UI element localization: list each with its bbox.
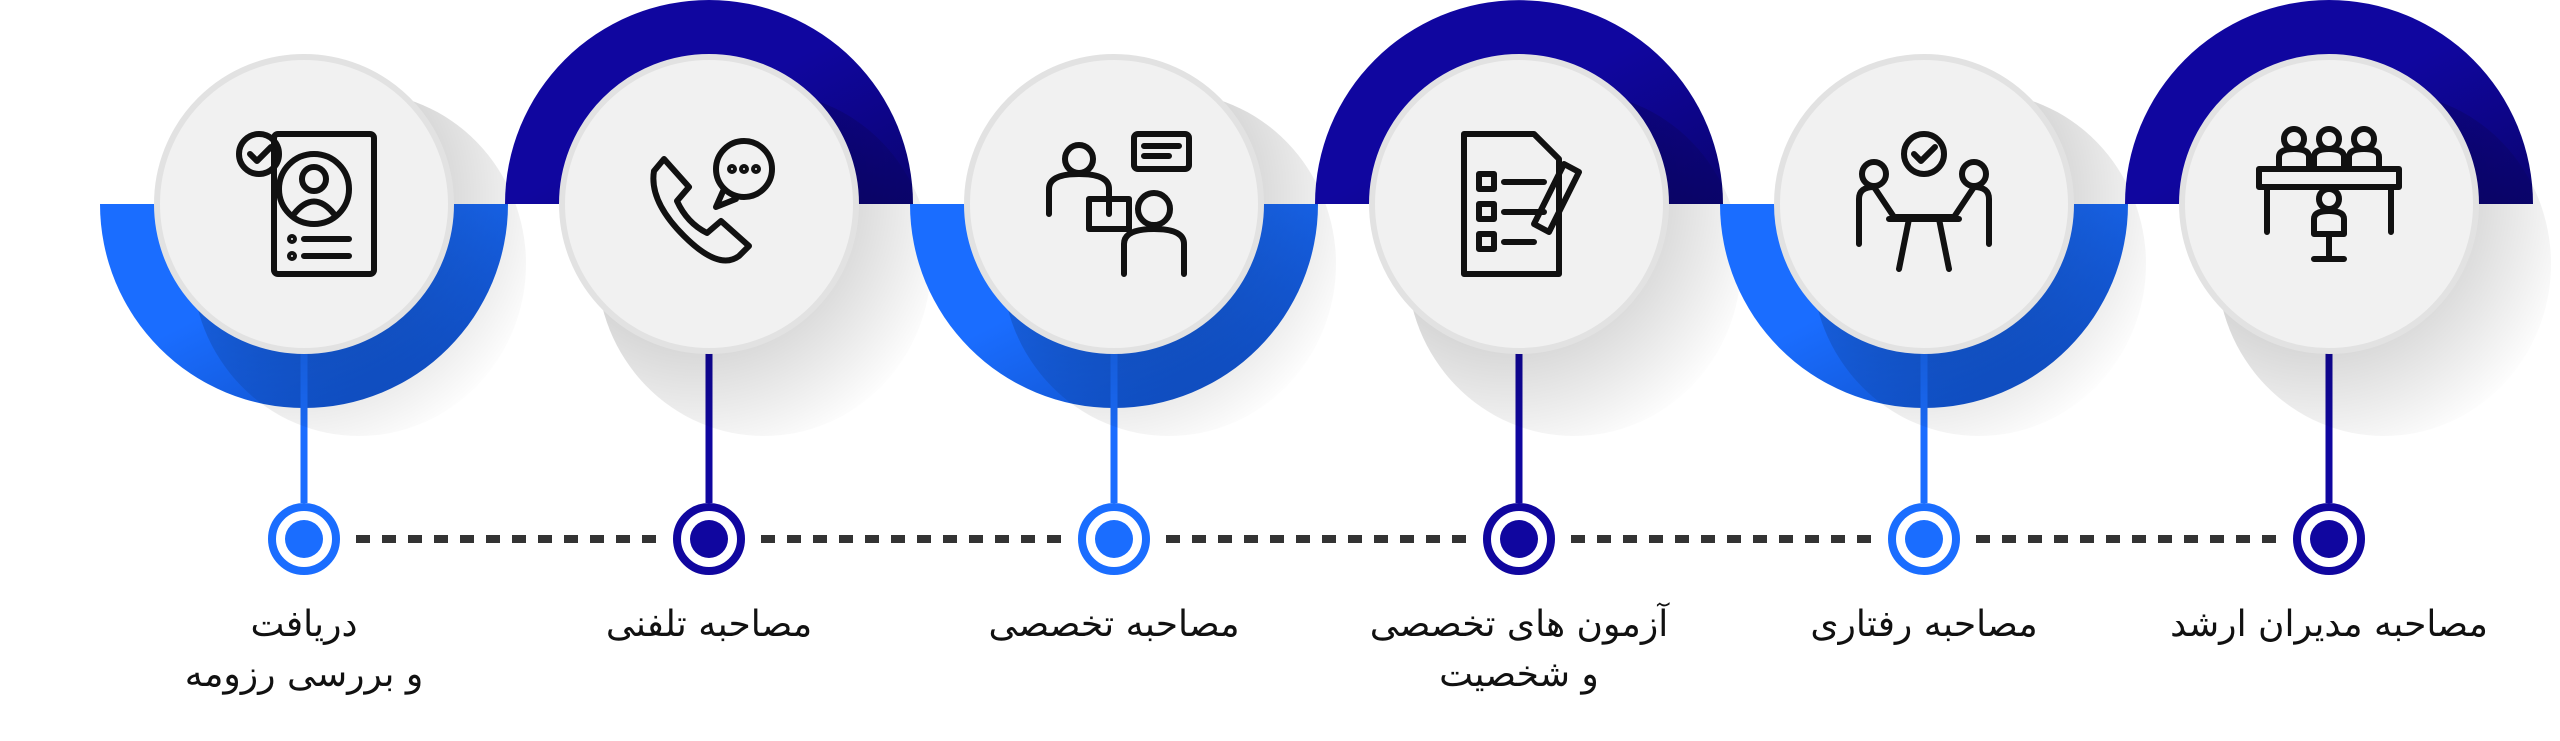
step-label: مصاحبه تخصصی bbox=[924, 600, 1304, 650]
timeline-node-dot bbox=[1905, 520, 1943, 558]
panel-interview-icon bbox=[2256, 126, 2402, 262]
step-4 bbox=[1315, 0, 1741, 575]
step-label-line: مصاحبه تلفنی bbox=[605, 604, 813, 645]
step-label-line: و بررسی رزومه bbox=[184, 654, 424, 695]
resume-check-icon bbox=[236, 131, 377, 277]
icon-circle bbox=[559, 54, 859, 354]
step-label-line: مصاحبه رفتاری bbox=[1810, 604, 2038, 645]
timeline-node-dot bbox=[690, 520, 728, 558]
step-label: مصاحبه رفتاری bbox=[1734, 600, 2114, 650]
step-3 bbox=[910, 54, 1336, 575]
timeline-node-dot bbox=[285, 520, 323, 558]
step-5 bbox=[1720, 54, 2146, 575]
step-6 bbox=[2125, 0, 2551, 575]
step-label: دریافت و بررسی رزومه bbox=[114, 600, 494, 700]
phone-chat-icon bbox=[650, 138, 775, 264]
timeline-node-dot bbox=[1500, 520, 1538, 558]
icon-circle bbox=[1369, 54, 1669, 354]
checklist-test-icon bbox=[1461, 131, 1582, 277]
step-label-line: آزمون های تخصصی bbox=[1369, 604, 1669, 645]
icon-circle bbox=[2179, 54, 2479, 354]
step-label: مصاحبه تلفنی bbox=[519, 600, 899, 650]
timeline-node-dot bbox=[2310, 520, 2348, 558]
step-label-line: مصاحبه مدیران ارشد bbox=[2170, 604, 2488, 645]
step-label-line: و شخصیت bbox=[1439, 654, 1599, 695]
step-label: مصاحبه مدیران ارشد bbox=[2139, 600, 2519, 650]
icon-circle bbox=[1774, 54, 2074, 354]
timeline-node-dot bbox=[1095, 520, 1133, 558]
icon-circle bbox=[964, 54, 1264, 354]
step-1 bbox=[100, 54, 526, 575]
step-label: آزمون های تخصصی و شخصیت bbox=[1329, 600, 1709, 700]
behavioral-meeting-icon bbox=[1856, 131, 1992, 272]
step-label-line: دریافت bbox=[250, 604, 358, 645]
step-label-line: مصاحبه تخصصی bbox=[988, 604, 1240, 645]
interview-laptop-icon bbox=[1046, 131, 1192, 277]
step-2 bbox=[505, 0, 931, 575]
